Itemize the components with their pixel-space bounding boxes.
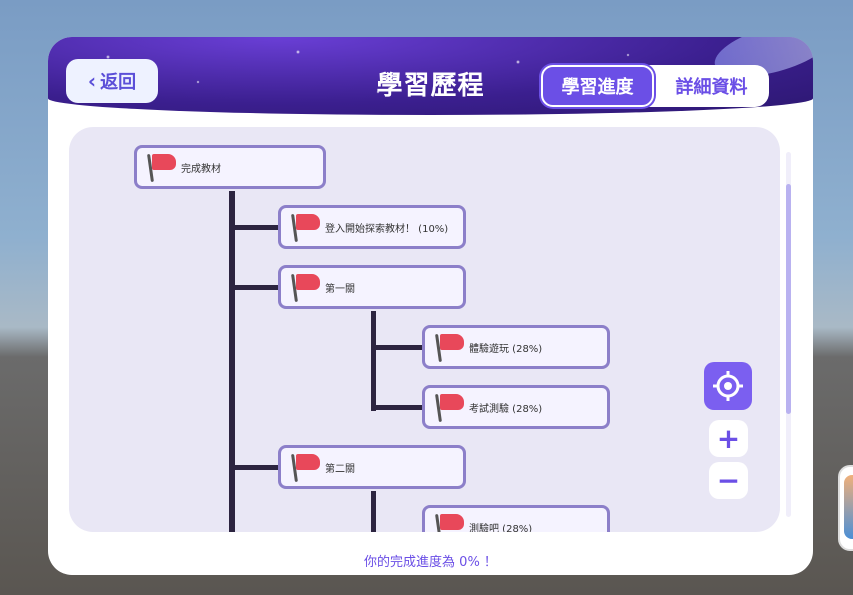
tree-node[interactable]: 第二關	[278, 445, 466, 489]
tree-connector	[371, 311, 376, 411]
tree-node[interactable]: 登入開始探索教材！ (10%)	[278, 205, 466, 249]
recenter-button[interactable]	[704, 362, 752, 410]
tree-node-label: 第二關	[325, 463, 355, 475]
tree-node-label: 考試測驗 (28%)	[469, 403, 543, 415]
tree-node[interactable]: 完成教材	[134, 145, 326, 189]
tree-node-label: 登入開始探索教材！ (10%)	[325, 223, 449, 235]
chevron-left-icon: ‹	[87, 69, 97, 93]
scrollbar-thumb[interactable]	[786, 184, 791, 414]
red-flag-icon	[287, 451, 321, 483]
tab-group: 學習進度 詳細資料	[539, 65, 769, 107]
tree-node-label: 第一關	[325, 283, 355, 295]
red-flag-icon	[431, 511, 465, 532]
red-flag-icon	[143, 151, 177, 183]
tree-node[interactable]: 第一關	[278, 265, 466, 309]
tree-node[interactable]: 測驗吧 (28%)	[422, 505, 610, 532]
header-banner: ‹ 返回 學習歷程 學習進度 詳細資料	[48, 37, 813, 115]
completion-progress-text: 你的完成進度為 0% ！	[364, 555, 497, 570]
crosshair-icon	[713, 371, 743, 401]
tree-connector	[371, 405, 423, 410]
tab-learning-progress[interactable]: 學習進度	[541, 65, 655, 107]
progress-tree-canvas[interactable]: 完成教材 登入開始探索教材！ (10%) 第一關 體驗遊玩 (28%) 考試測驗…	[69, 127, 780, 532]
avatar[interactable]	[838, 465, 853, 551]
tree-connector	[229, 225, 279, 230]
red-flag-icon	[287, 211, 321, 243]
tree-node-label: 完成教材	[181, 163, 221, 175]
tree-connector	[229, 191, 235, 532]
tree-node-label: 體驗遊玩 (28%)	[469, 343, 543, 355]
tree-node[interactable]: 體驗遊玩 (28%)	[422, 325, 610, 369]
back-button-label: 返回	[100, 72, 137, 93]
zoom-in-button[interactable]: +	[709, 420, 748, 457]
page-title: 學習歷程	[376, 71, 485, 101]
tree-node-label: 測驗吧 (28%)	[469, 523, 533, 533]
tab-details[interactable]: 詳細資料	[675, 77, 748, 98]
zoom-out-button[interactable]: −	[709, 462, 748, 499]
tree-connector	[371, 345, 423, 350]
red-flag-icon	[431, 331, 465, 363]
back-button[interactable]: ‹ 返回	[66, 59, 158, 103]
learning-history-panel: ‹ 返回 學習歷程 學習進度 詳細資料 完成教材 登入開始探索教材！ (10%)	[48, 37, 813, 575]
tree-connector	[229, 285, 279, 290]
tree-node[interactable]: 考試測驗 (28%)	[422, 385, 610, 429]
red-flag-icon	[431, 391, 465, 423]
tree-connector	[371, 491, 376, 532]
red-flag-icon	[287, 271, 321, 303]
tree-connector	[229, 465, 279, 470]
